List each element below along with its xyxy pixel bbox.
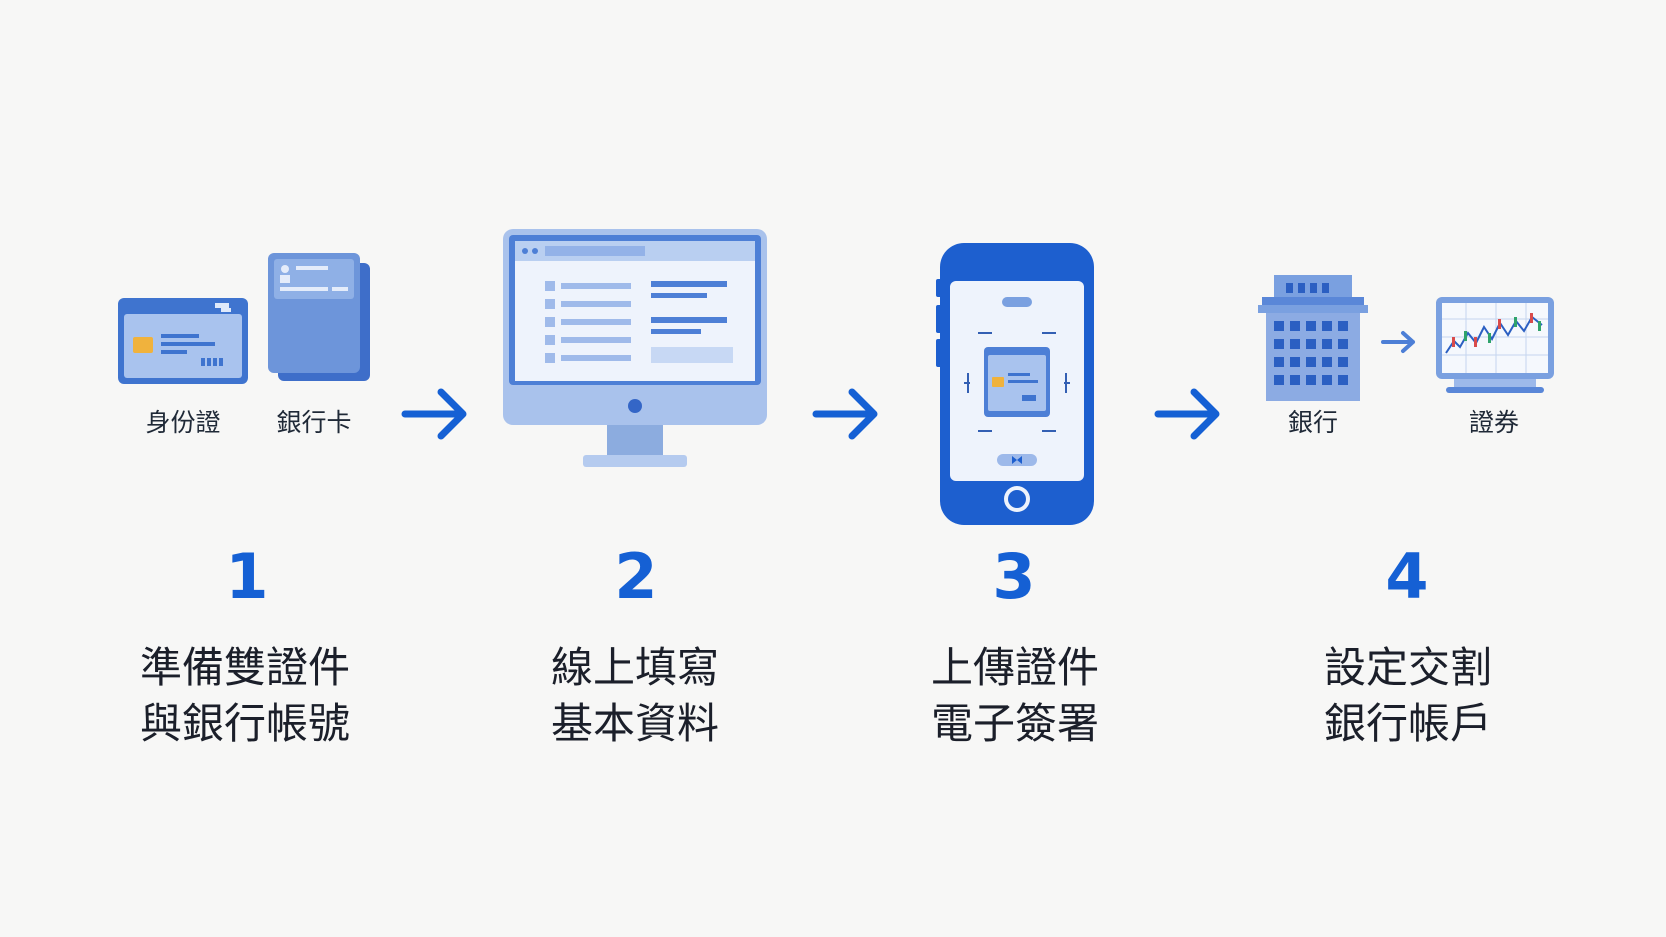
securities-chart-icon xyxy=(1436,297,1554,393)
arrow-right-icon xyxy=(1154,388,1220,440)
bank-card-label: 銀行卡 xyxy=(276,408,352,437)
step-3-line-1: 上傳證件 xyxy=(930,643,1100,692)
step-1-description: 準備雙證件 與銀行帳號 xyxy=(140,640,350,752)
step-4-line-1: 設定交割 xyxy=(1323,643,1493,692)
phone-scan-icon xyxy=(936,243,1094,525)
arrow-right-icon xyxy=(812,388,878,440)
arrow-right-icon xyxy=(401,388,467,440)
step-4-number: 4 xyxy=(1385,540,1429,613)
step-2-number: 2 xyxy=(614,540,658,613)
step-1-line-2: 與銀行帳號 xyxy=(139,698,351,748)
bank-building-icon xyxy=(1258,275,1368,401)
step-3-description: 上傳證件 電子簽署 xyxy=(931,640,1099,752)
step-4-description: 設定交割 銀行帳戶 xyxy=(1324,640,1492,752)
step-1-number: 1 xyxy=(225,540,269,613)
step-2-line-1: 線上填寫 xyxy=(550,643,720,692)
step-1-line-1: 準備雙證件 xyxy=(139,643,351,692)
step-3-number: 3 xyxy=(992,540,1036,613)
step-2-description: 線上填寫 基本資料 xyxy=(551,640,719,752)
step-4-line-2: 銀行帳戶 xyxy=(1323,698,1493,748)
id-card-icon xyxy=(118,298,248,384)
small-arrow-icon xyxy=(1381,331,1415,353)
bank-card-icon xyxy=(268,253,370,381)
step-3-line-2: 電子簽署 xyxy=(930,698,1100,748)
desktop-form-icon xyxy=(503,229,767,467)
id-card-label: 身份證 xyxy=(145,408,221,437)
step-2-line-2: 基本資料 xyxy=(550,698,720,748)
securities-label: 證券 xyxy=(1468,408,1520,437)
bank-label: 銀行 xyxy=(1287,408,1339,437)
